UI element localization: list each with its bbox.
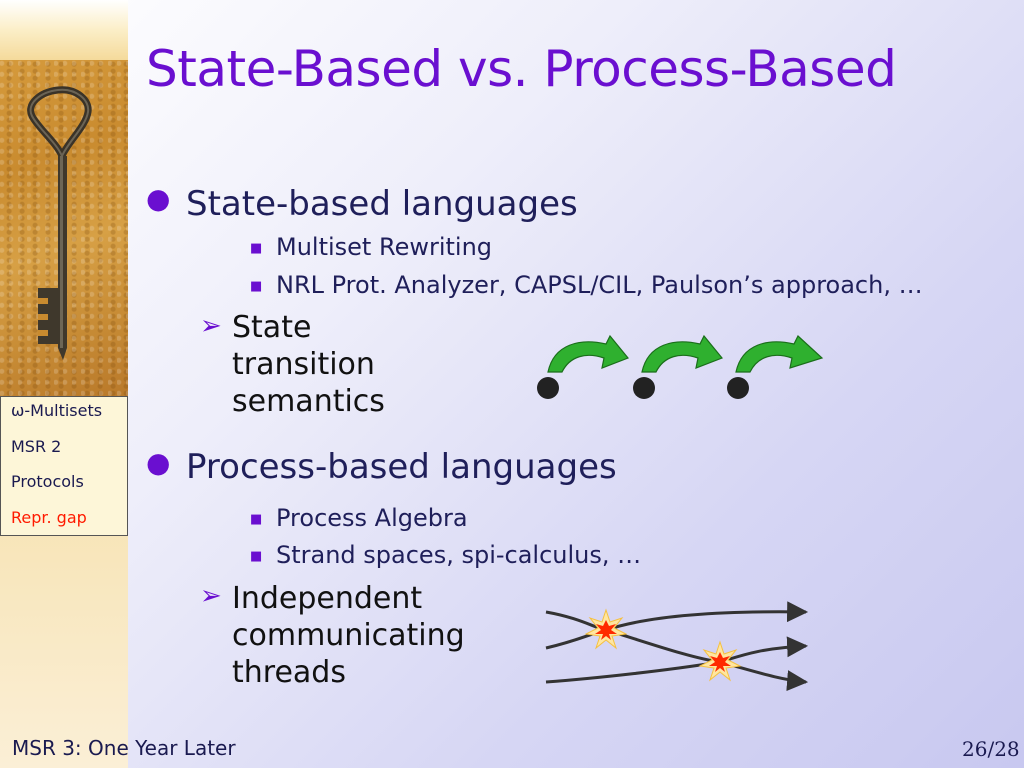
nav-item-msr2[interactable]: MSR 2 bbox=[11, 437, 62, 456]
state-node bbox=[727, 377, 749, 399]
thread-line bbox=[545, 601, 809, 632]
chevron-arrow-bullet-icon: ➢ bbox=[200, 581, 222, 611]
footer-title: MSR 3: One Year Later bbox=[12, 736, 236, 760]
state-sub-item-2: NRL Prot. Analyzer, CAPSL/CIL, Paulson’s… bbox=[276, 271, 923, 299]
bullet-dot-icon: ● bbox=[146, 446, 171, 479]
thread-line bbox=[545, 628, 809, 664]
transition-arrow bbox=[735, 335, 824, 373]
process-sub-item-2: Strand spaces, spi-calculus, … bbox=[276, 541, 642, 569]
state-sub-item-1: Multiset Rewriting bbox=[276, 233, 493, 261]
page-number: 26/28 bbox=[962, 737, 1020, 761]
state-node bbox=[633, 377, 655, 399]
process-based-heading: Process-based languages bbox=[186, 447, 617, 487]
nav-item-multisets[interactable]: ω-Multisets bbox=[11, 401, 103, 420]
key-photo bbox=[0, 60, 128, 396]
chevron-arrow-bullet-icon: ➢ bbox=[200, 311, 222, 341]
square-bullet-icon: ■ bbox=[250, 241, 263, 256]
section-nav: ω-Multisets MSR 2 Protocols Repr. gap bbox=[0, 396, 128, 536]
square-bullet-icon: ■ bbox=[250, 512, 263, 527]
state-transition-point: State transition semantics bbox=[232, 309, 385, 420]
transition-arrow bbox=[641, 334, 723, 373]
communication-burst-icon bbox=[698, 640, 742, 682]
bullet-dot-icon: ● bbox=[146, 182, 171, 215]
point-line: communicating bbox=[232, 618, 465, 653]
slide-title: State-Based vs. Process-Based bbox=[146, 40, 897, 98]
point-line: State bbox=[232, 310, 312, 345]
nav-item-protocols[interactable]: Protocols bbox=[11, 472, 84, 491]
point-line: Independent bbox=[232, 581, 423, 616]
nav-item-repr-gap[interactable]: Repr. gap bbox=[11, 508, 87, 527]
threads-diagram bbox=[545, 601, 809, 692]
state-transition-diagram bbox=[537, 334, 824, 399]
point-line: semantics bbox=[232, 384, 385, 419]
independent-threads-point: Independent communicating threads bbox=[232, 580, 465, 691]
thread-line bbox=[545, 660, 809, 692]
communication-burst-icon bbox=[584, 608, 628, 650]
key-icon bbox=[27, 86, 92, 360]
transition-arrow bbox=[547, 334, 629, 373]
state-node bbox=[537, 377, 559, 399]
process-sub-item-1: Process Algebra bbox=[276, 504, 468, 532]
square-bullet-icon: ■ bbox=[250, 279, 263, 294]
square-bullet-icon: ■ bbox=[250, 549, 263, 564]
point-line: threads bbox=[232, 655, 346, 690]
point-line: transition bbox=[232, 347, 375, 382]
state-based-heading: State-based languages bbox=[186, 184, 578, 224]
